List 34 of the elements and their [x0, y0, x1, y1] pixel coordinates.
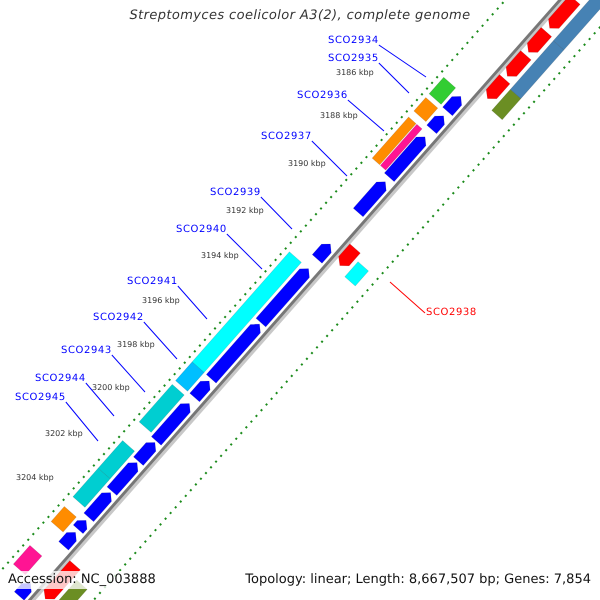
gene-label: SCO2937	[261, 131, 312, 143]
scale-label: 3200 kbp	[92, 383, 130, 393]
leader-line	[347, 100, 384, 132]
gene-label: SCO2939	[210, 187, 261, 199]
leader-line	[111, 354, 146, 392]
leader-line	[85, 382, 114, 416]
gene-label: SCO2935	[328, 53, 379, 65]
leader-line	[311, 140, 348, 176]
gene-label: SCO2945	[15, 392, 66, 404]
gene-label: SCO2936	[297, 90, 348, 102]
leader-line	[226, 234, 262, 270]
leader-line	[378, 44, 426, 78]
leader-line	[390, 282, 426, 314]
scale-label: 3196 kbp	[142, 296, 180, 306]
gene-label: SCO2941	[127, 276, 178, 288]
gene-label: SCO2942	[93, 312, 144, 324]
scale-label: 3188 kbp	[320, 111, 358, 121]
leader-line	[143, 322, 178, 360]
gene-label: SCO2944	[35, 373, 86, 385]
leader-line	[260, 196, 292, 230]
scale-label: 3186 kbp	[336, 68, 374, 78]
scale-label: 3204 kbp	[16, 473, 54, 483]
leader-line	[65, 402, 98, 442]
gene-label: SCO2940	[176, 224, 227, 236]
gene-label: SCO2934	[328, 35, 379, 47]
scale-label: 3198 kbp	[117, 340, 155, 350]
scale-label: 3190 kbp	[288, 159, 326, 169]
gene-label: SCO2938	[426, 307, 477, 319]
gene-label: SCO2943	[61, 345, 112, 357]
leader-line	[177, 286, 208, 320]
leader-line	[378, 62, 410, 94]
scale-label: 3192 kbp	[226, 206, 264, 216]
scale-label: 3194 kbp	[201, 251, 239, 261]
scale-label: 3202 kbp	[45, 429, 83, 439]
